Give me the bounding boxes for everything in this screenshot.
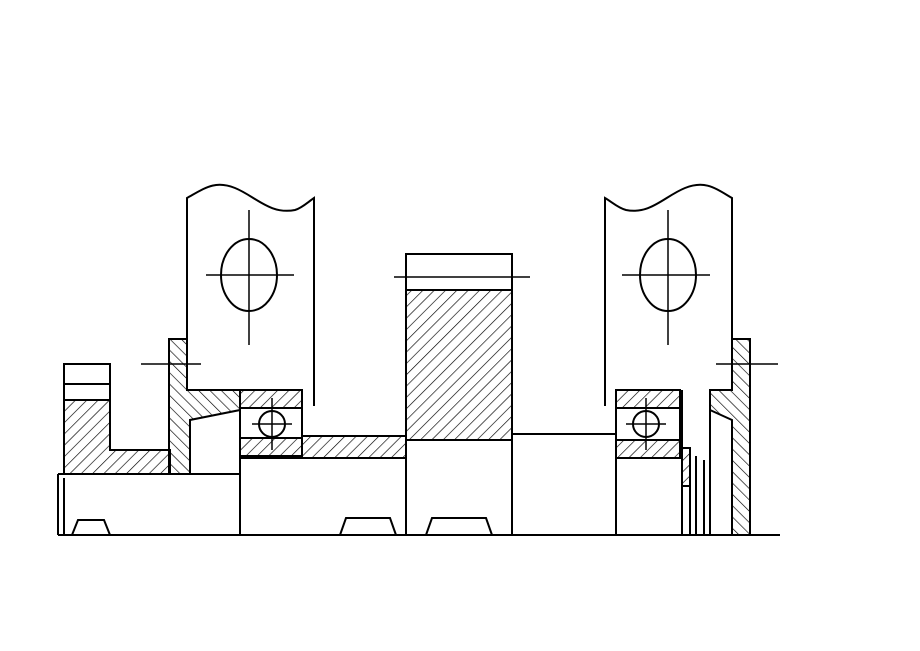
center-gear bbox=[394, 253, 530, 536]
left-shaft-end bbox=[57, 363, 240, 536]
right-shaft-section bbox=[511, 433, 617, 536]
right-end-cover bbox=[709, 338, 751, 536]
right-seal-sleeves bbox=[681, 390, 711, 535]
left-end-cover bbox=[168, 338, 241, 475]
left-bearing bbox=[239, 389, 303, 457]
middle-keyway bbox=[339, 517, 397, 536]
right-bearing bbox=[615, 389, 681, 535]
left-housing bbox=[186, 183, 315, 406]
right-housing bbox=[604, 183, 733, 406]
gear-keyway bbox=[425, 517, 493, 536]
left-keyway bbox=[71, 519, 111, 536]
left-shaft-section bbox=[239, 435, 407, 536]
